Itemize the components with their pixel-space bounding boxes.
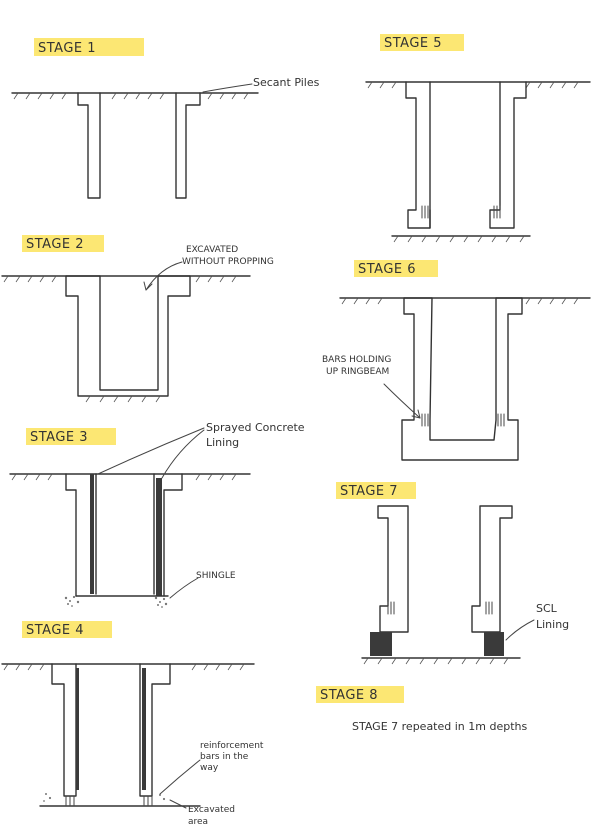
excavated-label-line-2: WITHOUT PROPPING <box>182 257 274 267</box>
stage-5-panel: STAGE 5 <box>365 34 591 243</box>
stage-3-leader-right <box>161 429 205 479</box>
scl-label-line-2: Lining <box>536 618 569 631</box>
stage-4-left-pile <box>51 663 77 797</box>
shingle-label: SHINGLE <box>196 571 236 581</box>
stage-6-label: STAGE 6 <box>358 262 416 277</box>
stage-2-base-hatch <box>85 395 161 403</box>
stage-1-left-pile <box>77 92 101 199</box>
stage-2-leader <box>145 261 183 291</box>
stage-4-gravel <box>43 793 166 802</box>
secant-piles-label: Secant Piles <box>253 76 320 89</box>
stage-5-right-pile <box>489 81 527 229</box>
stage-4-panel: STAGE 4 reinforcement bars in the way Ex… <box>1 621 264 827</box>
stage-3-left-pile-outer <box>65 473 77 597</box>
stage-6-arrow-head <box>411 409 421 419</box>
stage-1-ground-hatch <box>13 92 249 100</box>
stage-2-arrow-head <box>143 281 153 291</box>
stage-3-label: STAGE 3 <box>30 430 88 445</box>
stage-3-panel: STAGE 3 Sprayed Concrete Lining SHINGLE <box>9 421 305 608</box>
stage-7-left-pile <box>377 505 409 633</box>
stage-5-ground-hatch <box>367 81 579 89</box>
sprayed-concrete-label-line-2: Lining <box>206 436 239 449</box>
stage-7-rebar <box>387 601 493 615</box>
bars-holding-label-line-1: BARS HOLDING <box>322 355 391 365</box>
stage-3-leader-left <box>97 427 205 475</box>
stage-8-highlight <box>316 686 404 703</box>
stage-7-label: STAGE 7 <box>340 484 398 499</box>
stage-5-base-hatch <box>393 235 525 243</box>
sprayed-concrete-label-line-1: Sprayed Concrete <box>206 421 305 434</box>
stage-4-rebar-leader <box>159 759 201 795</box>
reinforcement-label-line-3: way <box>200 763 219 773</box>
stage-3-right-lining <box>156 478 162 596</box>
stage-2-panel: STAGE 2 EXCAVATED WITHOUT PROPPING <box>1 235 274 403</box>
stage-4-area-leader <box>169 799 187 809</box>
stage-4-rebar-left <box>65 795 75 806</box>
stage-1-highlight <box>34 38 144 56</box>
stage-7-leader <box>505 619 535 641</box>
stage-6-excavation <box>401 297 523 461</box>
stage-6-highlight <box>354 260 438 277</box>
stage-8-panel: STAGE 8 STAGE 7 repeated in 1m depths <box>316 686 527 733</box>
stage-4-rebar-right <box>143 795 153 806</box>
stage-3-right-pile-outer <box>163 473 183 597</box>
stage-4-right-pile <box>139 663 171 797</box>
stage-7-highlight <box>336 482 416 499</box>
stage-5-highlight <box>380 34 464 51</box>
stage-3-shingle-right <box>154 596 168 608</box>
stage-6-ground-hatch <box>341 297 579 305</box>
excavated-area-label-line-1: Excavated <box>188 805 235 815</box>
stage-3-ground-hatch <box>11 473 237 481</box>
stage-2-highlight <box>22 235 104 252</box>
stage-5-left-pile <box>405 81 431 229</box>
stage-6-rebar <box>421 413 505 427</box>
stage-6-leader <box>383 383 421 419</box>
stage-5-label: STAGE 5 <box>384 36 442 51</box>
stage-7-left-scl-lining <box>370 632 392 656</box>
stage-1-panel: STAGE 1 Secant Piles <box>11 38 320 199</box>
stage-3-left-lining <box>90 474 94 594</box>
stage-3-shingle-left <box>64 595 80 607</box>
stage-8-label: STAGE 8 <box>320 688 378 703</box>
stage-6-panel: STAGE 6 BARS HOLDING UP RINGBEAM <box>322 260 591 461</box>
stage-8-description: STAGE 7 repeated in 1m depths <box>352 720 527 733</box>
reinforcement-label-line-2: bars in the <box>200 752 249 762</box>
excavated-label-line-1: EXCAVATED <box>186 245 238 255</box>
stage-7-right-scl-lining <box>484 632 504 656</box>
stage-7-panel: STAGE 7 SCL Lining <box>336 482 569 665</box>
stage-4-right-lining <box>142 668 146 790</box>
stage-1-label: STAGE 1 <box>38 41 96 56</box>
stage-2-label: STAGE 2 <box>26 237 84 252</box>
stage-2-ground-hatch <box>3 275 237 283</box>
stage-1-leader <box>202 83 253 93</box>
scl-label-line-1: SCL <box>536 602 558 615</box>
stage-4-label: STAGE 4 <box>26 623 84 638</box>
stage-5-rebar <box>421 205 501 219</box>
stage-7-base-hatch <box>363 657 509 665</box>
stage-2-excavation <box>65 275 191 397</box>
stage-3-highlight <box>26 428 116 445</box>
reinforcement-label-line-1: reinforcement <box>200 741 264 751</box>
excavated-area-label-line-2: area <box>188 817 208 827</box>
stage-3-shingle-leader <box>169 577 199 599</box>
bars-holding-label-line-2: UP RINGBEAM <box>326 367 389 377</box>
stage-4-left-lining <box>76 668 79 790</box>
stage-4-highlight <box>22 621 112 638</box>
stage-1-right-pile <box>175 92 201 199</box>
stage-4-ground-hatch <box>3 663 245 671</box>
